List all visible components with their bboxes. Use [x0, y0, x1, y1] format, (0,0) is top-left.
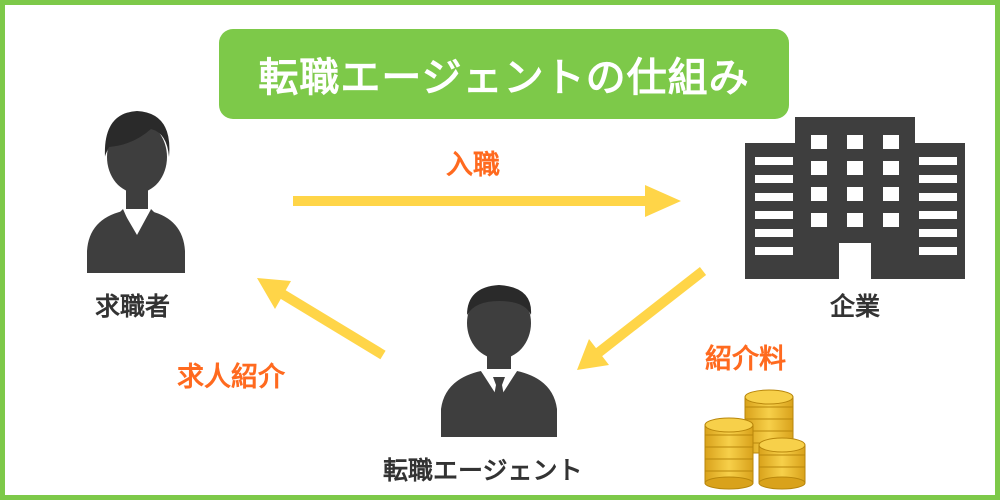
coin-stack-icon [704, 389, 806, 490]
hire-label: 入職 [446, 150, 500, 181]
office-building-icon [745, 117, 965, 279]
diagram-title: 転職エージェントの仕組み [258, 55, 750, 101]
referral-label: 求人紹介 [177, 362, 285, 393]
female-person-icon [87, 111, 185, 273]
referral-arrow [257, 278, 386, 360]
title-banner: 転職エージェントの仕組み [219, 29, 789, 119]
male-person-icon [441, 285, 557, 437]
jobseeker-label: 求職者 [95, 292, 171, 321]
company-label: 企業 [830, 292, 881, 321]
hire-arrow [293, 185, 681, 217]
agent-label: 転職エージェント [383, 456, 583, 485]
fee-arrow [577, 267, 707, 370]
fee-label: 紹介料 [705, 344, 786, 375]
diagram-canvas [87, 111, 965, 490]
